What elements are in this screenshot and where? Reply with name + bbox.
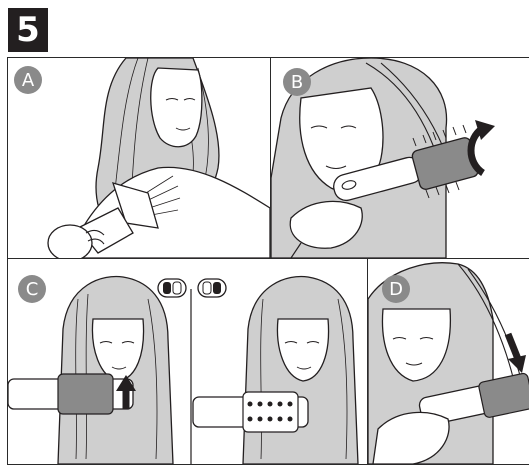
panel-a-label: A bbox=[14, 66, 42, 94]
rotation-arrow-icon bbox=[467, 120, 495, 176]
panel-c-illustration bbox=[8, 275, 359, 464]
panel-b-illustration bbox=[271, 58, 495, 258]
switch-position-right-icon bbox=[197, 278, 227, 298]
up-arrow-icon bbox=[116, 375, 136, 409]
panel-d: D bbox=[367, 258, 529, 465]
panel-a: A bbox=[7, 57, 271, 259]
panel-d-label: D bbox=[382, 275, 410, 303]
panel-c: C bbox=[7, 258, 368, 465]
panel-c-label: C bbox=[18, 275, 46, 303]
panel-b: B bbox=[270, 57, 529, 259]
step-number-badge: 5 bbox=[8, 8, 48, 52]
panel-d-illustration bbox=[368, 262, 529, 464]
down-arrow-icon bbox=[504, 332, 526, 373]
panel-b-label: B bbox=[283, 68, 311, 96]
switch-position-left-icon bbox=[157, 278, 187, 298]
panel-a-illustration bbox=[47, 58, 270, 258]
